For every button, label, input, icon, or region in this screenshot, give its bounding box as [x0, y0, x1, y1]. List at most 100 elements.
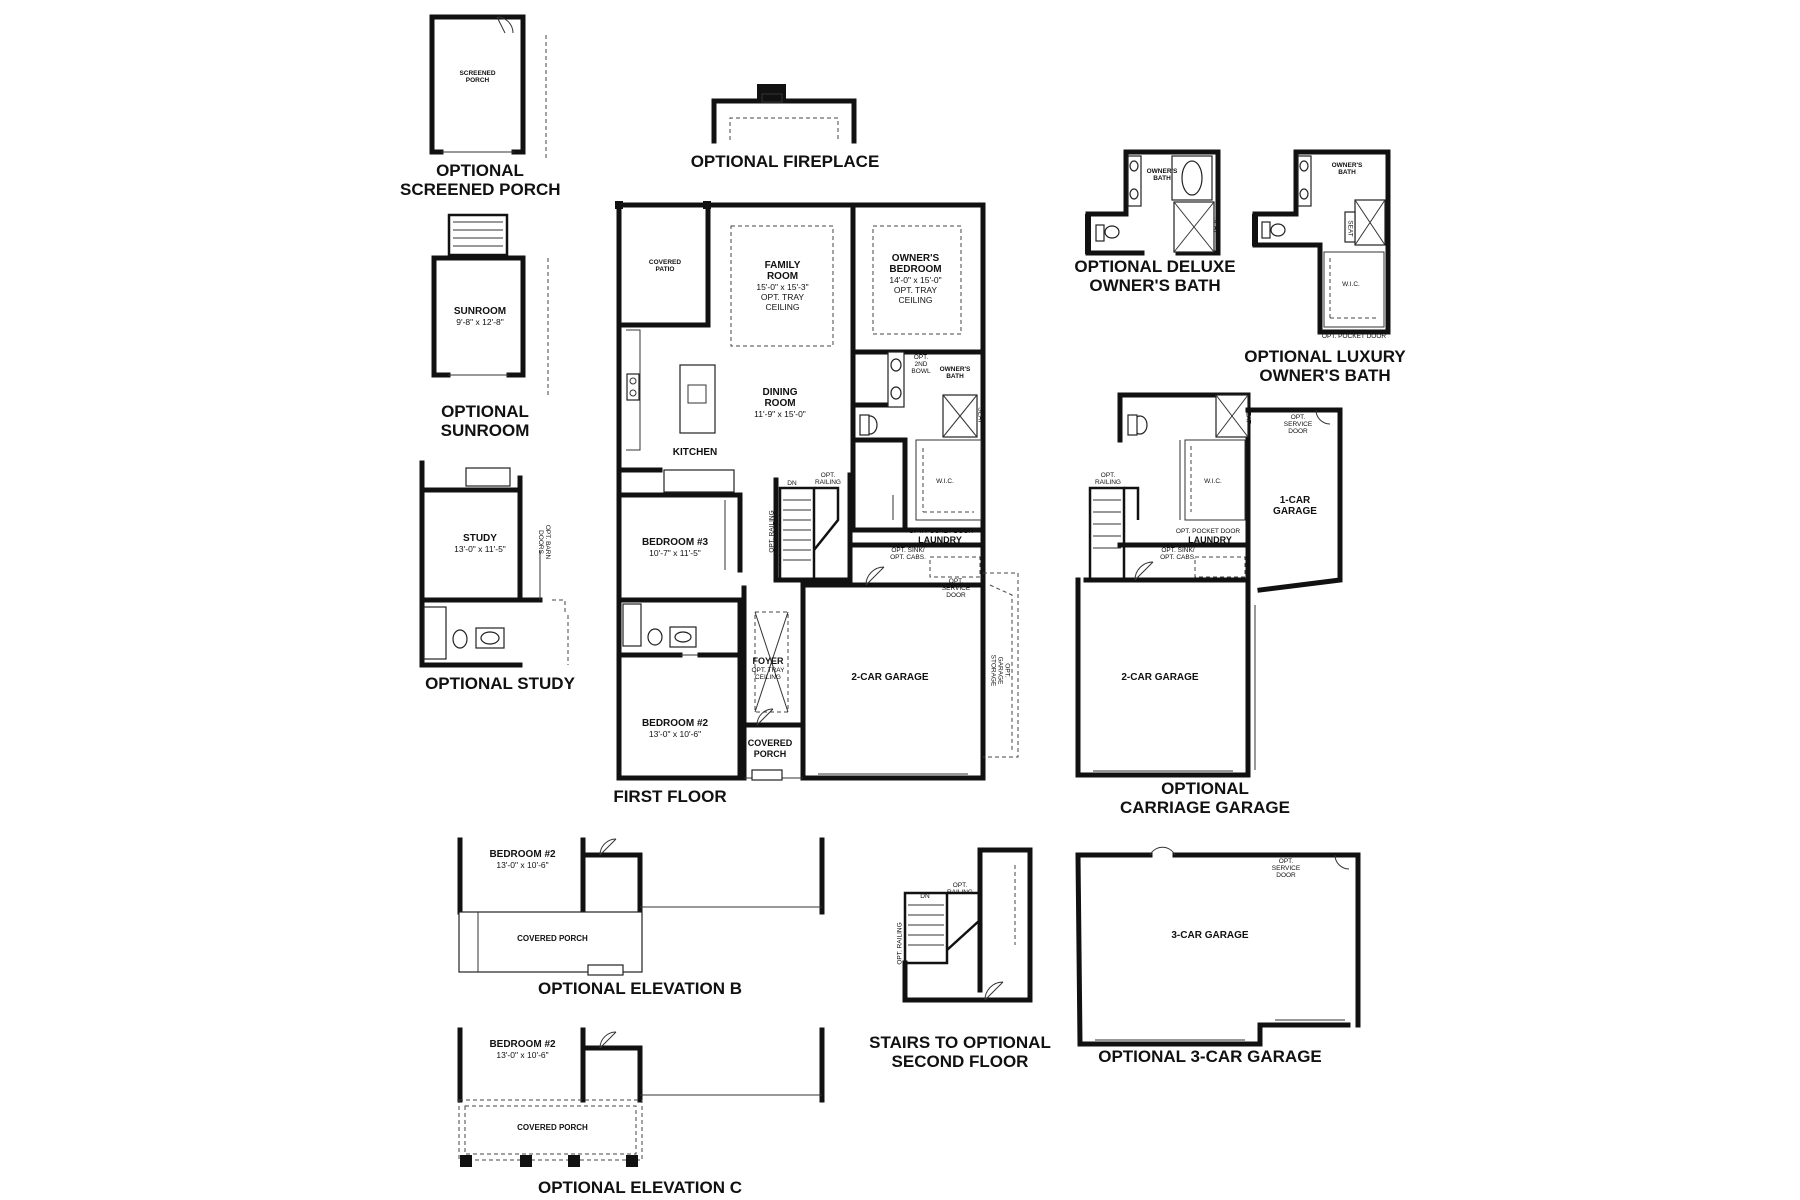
label-opt-sink-cabs: OPT. SINK/ OPT. CABS.	[888, 547, 928, 561]
label-owners-bath: OWNER'S BATH	[930, 366, 980, 380]
heading-line: OPTIONAL	[1161, 779, 1249, 798]
label-line: OPT.	[913, 354, 929, 361]
label-dn: DN	[787, 480, 797, 487]
fireplace-plan	[711, 84, 857, 144]
heading-line: SECOND FLOOR	[891, 1052, 1029, 1071]
label-line: PORCH	[465, 77, 490, 84]
label-stairs-dn: DN	[920, 893, 930, 900]
label-line: OWNER'S	[1146, 168, 1178, 175]
label-stairs-opt-railing: OPT. RAILING	[942, 882, 978, 896]
label-line: 14'-0" x 15'-0"	[889, 275, 942, 285]
label-dining-room-dim: 11'-9" x 15'-0"	[754, 409, 806, 419]
label-carriage-opt-railing: OPT. RAILING	[1090, 472, 1126, 486]
label-carriage-wic: W.I.C.	[1204, 478, 1222, 485]
label-carriage-seat: SEAT	[1244, 407, 1252, 424]
label-line: PATIO	[655, 266, 675, 273]
label-opt-service-door: OPT. SERVICE DOOR	[938, 578, 974, 599]
label-line: OWNER'S	[939, 366, 971, 373]
label-line: 2ND	[914, 361, 928, 368]
label-line: CEILING	[754, 674, 781, 681]
label-line: OWNER'S	[891, 253, 940, 264]
label-line: BATH	[946, 373, 964, 380]
label-line: OPT. TRAY	[751, 667, 785, 674]
label-family-room: FAMILY ROOM	[735, 260, 830, 282]
label-line: OPT.	[1278, 858, 1294, 865]
label-opt-railing: OPT. RAILING	[810, 472, 846, 486]
heading-line: OWNER'S BATH	[1089, 276, 1221, 295]
label-covered-patio: COVERED PATIO	[635, 259, 695, 273]
sunroom-plan	[431, 213, 549, 395]
label-line: BATH	[1338, 169, 1356, 176]
label-line: DOOR	[1288, 428, 1308, 435]
label-line: RAILING	[1094, 479, 1121, 486]
elevation-c-plan	[457, 1027, 825, 1167]
label-line: GARAGE	[996, 656, 1004, 685]
label-wic: W.I.C.	[936, 478, 954, 485]
heading-stairs: STAIRS TO OPTIONAL SECOND FLOOR	[860, 1033, 1060, 1071]
label-line: OPT.	[952, 882, 968, 889]
label-line: BOWL	[911, 368, 931, 375]
label-bedroom-3: BEDROOM #3	[641, 537, 709, 548]
label-line: CEILING	[765, 302, 800, 312]
label-two-car-garage: 2-CAR GARAGE	[851, 672, 929, 683]
label-owners-bedroom-dim: 14'-0" x 15'-0" OPT. TRAY CEILING	[868, 275, 963, 305]
label-opt-2nd-bowl: OPT. 2ND BOWL	[908, 354, 934, 375]
label-deluxe-seat: SEAT	[1211, 217, 1219, 234]
label-seat: SEAT	[976, 407, 984, 424]
label-line: BEDROOM	[889, 264, 942, 275]
label-line: DOOR	[1276, 872, 1296, 879]
heading-three-car-garage: OPTIONAL 3-CAR GARAGE	[1098, 1047, 1322, 1066]
heading-line: OPTIONAL	[436, 161, 524, 180]
label-elev-c-covered-porch: COVERED PORCH	[517, 1123, 588, 1132]
label-line: OPT. SINK/	[1161, 547, 1195, 554]
heading-sunroom: OPTIONAL SUNROOM	[420, 402, 550, 440]
first-floor-plan	[615, 201, 1019, 781]
heading-line: SUNROOM	[440, 421, 530, 440]
study-plan	[419, 460, 569, 668]
label-carriage-sink-cabs: OPT. SINK/ OPT. CABS.	[1158, 547, 1198, 561]
label-elev-b-covered-porch: COVERED PORCH	[517, 934, 588, 943]
label-line: OPT. BARN	[544, 524, 551, 560]
label-line: OPT. CABS.	[890, 554, 926, 561]
heading-elevation-c: OPTIONAL ELEVATION C	[537, 1178, 742, 1197]
label-three-car-service-door: OPT. SERVICE DOOR	[1268, 858, 1304, 879]
heading-screened-porch: OPTIONAL SCREENED PORCH	[400, 161, 561, 199]
label-study-dim: 13'-0" x 11'-5"	[454, 544, 506, 554]
label-line: BATH	[1153, 175, 1171, 182]
label-line: OPT.	[948, 578, 964, 585]
label-line: SERVICE	[1283, 421, 1313, 428]
label-opt-barn-doors: OPT. BARN DOORS	[537, 518, 551, 566]
label-elev-b-bedroom-2-dim: 13'-0" x 10'-6"	[496, 860, 549, 870]
label-line: SERVICE	[941, 585, 971, 592]
label-sunroom-dim: 9'-8" x 12'-8"	[456, 317, 504, 327]
heading-line: OWNER'S BATH	[1259, 366, 1391, 385]
three-car-garage-plan	[1075, 846, 1361, 1047]
label-line: OPT. TRAY	[760, 292, 805, 302]
label-line: OPT.	[1290, 414, 1306, 421]
label-luxury-owners-bath: OWNER'S BATH	[1322, 162, 1372, 176]
label-bedroom-2-dim: 13'-0" x 10'-6"	[648, 729, 702, 739]
label-covered-porch: COVERED PORCH	[740, 738, 800, 760]
label-line: RAILING	[946, 889, 973, 896]
heading-fireplace: OPTIONAL FIREPLACE	[690, 152, 880, 171]
label-line: RAILING	[814, 479, 841, 486]
label-laundry: LAUNDRY	[918, 535, 962, 545]
heading-first-floor: FIRST FLOOR	[613, 787, 727, 806]
label-line: SCREENED	[459, 70, 496, 77]
label-line: OPT. SINK/	[891, 547, 925, 554]
label-screened-porch: SCREENED PORCH	[450, 70, 505, 84]
label-elev-b-bedroom-2: BEDROOM #2	[489, 849, 556, 860]
label-line: 1-CAR	[1279, 495, 1311, 506]
label-line: FAMILY	[764, 260, 801, 271]
heading-line: OPTIONAL LUXURY	[1244, 347, 1406, 366]
heading-line: OPTIONAL DELUXE	[1074, 257, 1236, 276]
label-stairs-opt-railing-vertical: OPT. RAILING	[896, 922, 904, 965]
label-line: OPT. CABS.	[1160, 554, 1196, 561]
screened-porch-plan	[429, 14, 547, 160]
label-elev-c-bedroom-2: BEDROOM #2	[489, 1039, 556, 1050]
label-carriage-pocket-door: OPT. POCKET DOOR	[1175, 528, 1241, 535]
heading-line: OPTIONAL	[441, 402, 529, 421]
label-family-room-dim: 15'-0" x 15'-3" OPT. TRAY CEILING	[735, 282, 830, 312]
label-line: DOORS	[537, 530, 544, 554]
